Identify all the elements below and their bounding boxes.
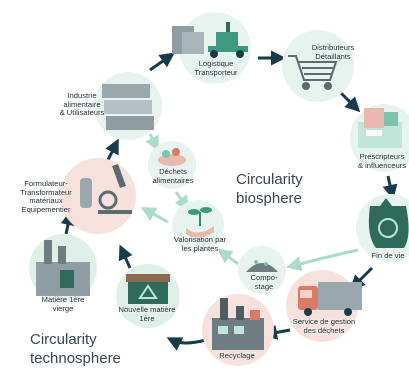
trash-bag-icon xyxy=(368,198,409,248)
formulateur-label: Formulateur- Transformateur matériaux Eq… xyxy=(20,179,72,214)
circularity-biosphere-label: Circularity biosphere xyxy=(236,171,303,207)
factory-icon xyxy=(36,240,90,296)
valorisation-label: Valorisation par les plantes xyxy=(173,235,227,253)
products-box-icon xyxy=(358,108,402,148)
recyclage-label: Recyclage xyxy=(219,351,255,360)
service-gestion-label: Service de gestion des déchets xyxy=(292,317,356,335)
circularity-technosphere-label: Circularity technosphere xyxy=(30,331,121,367)
garbage-truck-icon xyxy=(298,282,362,316)
forklift-icon xyxy=(172,22,248,58)
arrow-compostage-to-valorisation xyxy=(217,248,239,266)
arrow-dechets-to-valorisation xyxy=(174,191,190,211)
outer-cycle-arrows xyxy=(60,50,398,351)
arrow-industrie-to-dechets xyxy=(145,133,159,152)
distributeurs-circle xyxy=(282,30,354,102)
hand-plant-icon xyxy=(186,207,214,238)
matiere-vierge-label: Matière 1ère vierge xyxy=(41,295,85,313)
arrow-prescripteurs-to-fin-de-vie xyxy=(382,175,398,200)
recycled-bin-icon xyxy=(126,274,170,304)
distributeurs-label: Distributeurs Détaillants xyxy=(311,43,355,61)
fin-de-vie-label: Fin de vie xyxy=(371,251,405,260)
arrow-recyclage-to-nouvelle xyxy=(166,337,207,351)
nouvelle-matiere-label: Nouvelle matière 1ère xyxy=(118,305,176,323)
arrow-fin-de-vie-to-compostage xyxy=(286,248,359,272)
inner-cycle-arrows xyxy=(140,133,359,272)
dechets-alimentaires-label: Déchets alimentaires xyxy=(152,167,194,185)
prescripteurs-label: Prescripteurs & influenceurs xyxy=(357,152,407,170)
arrow-distributeurs-to-prescripteurs xyxy=(338,90,361,113)
industrie-label: Industrie alimentaire & Utilisateurs xyxy=(59,91,105,118)
recycling-plant-icon xyxy=(212,298,264,350)
microscope-icon xyxy=(80,164,132,214)
arrow-valorisation-to-formulateur xyxy=(140,207,169,224)
valorisation-circle xyxy=(172,200,224,252)
arrow-formulateur-to-industrie xyxy=(105,138,119,161)
logistique-label: Logistique Transporteur xyxy=(194,59,238,77)
shopping-cart-icon xyxy=(288,55,338,90)
food-waste-icon xyxy=(158,148,186,166)
arrow-nouvelle-to-matiere xyxy=(118,244,133,269)
compostage-label: Compo- stage xyxy=(250,273,278,291)
arrow-industrie-to-logistique xyxy=(149,52,175,72)
food-containers-icon xyxy=(102,84,154,130)
compost-heap-icon xyxy=(246,260,278,272)
